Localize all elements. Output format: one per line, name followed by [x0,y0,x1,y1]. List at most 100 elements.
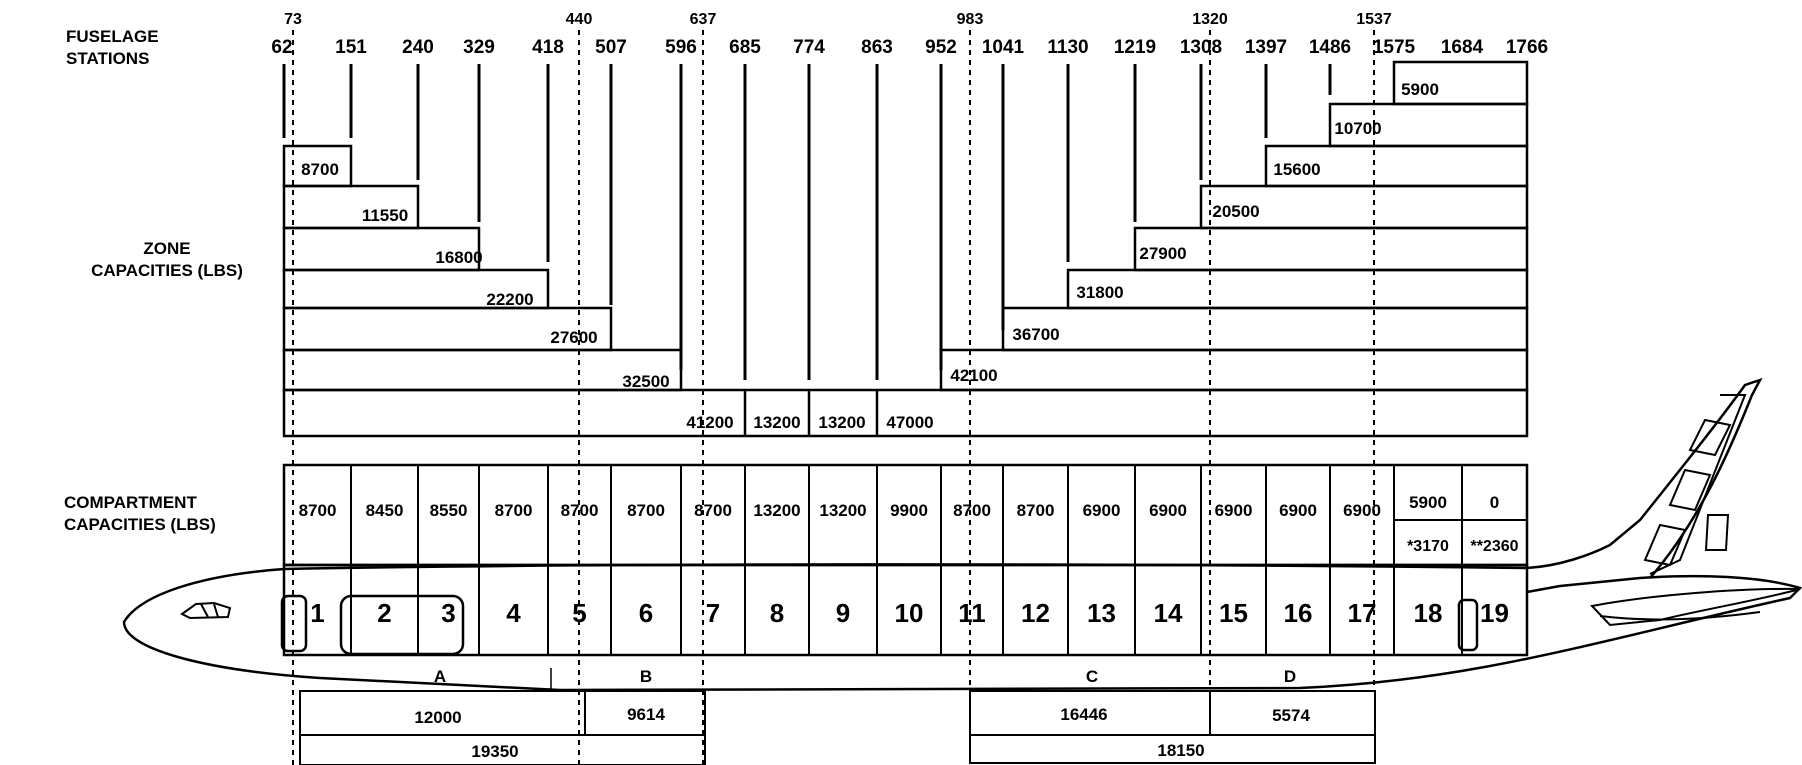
zone-aft-step-8 [939,348,1529,392]
tail-panel-1 [1688,418,1732,457]
reference-station-label-983: 983 [957,11,984,28]
tail-panel-3 [1643,523,1687,567]
compartment-number-12: 12 [1021,598,1050,628]
reference-station-label-73: 73 [284,11,302,28]
zone-aft-step-6 [1066,268,1529,310]
group-d-capacity: 5574 [1272,706,1310,725]
compartment-capacities-heading: COMPARTMENT CAPACITIES (LBS) [64,492,216,536]
group-d-label: D [1284,667,1296,686]
zone-capacities-heading-line1: ZONE [143,239,191,258]
compartment-number-2: 2 [377,598,391,628]
zone-capacity-aft-42100: 42100 [950,366,997,385]
zone-capacity-fwd-22200: 22200 [486,290,533,309]
compartment-number-9: 9 [836,598,850,628]
station-label-863: 863 [861,37,893,58]
zone-capacity-fwd-16800: 16800 [435,248,482,267]
compartment-number-8: 8 [770,598,784,628]
reference-station-label-1320: 1320 [1192,11,1228,28]
station-label-240: 240 [402,37,434,58]
station-label-1041: 1041 [982,37,1025,58]
station-label-1130: 1130 [1047,37,1088,58]
compartment-capacity-14: 6900 [1149,501,1187,520]
compartment-number-10: 10 [895,598,924,628]
compartment-number-11: 11 [958,598,986,628]
station-label-952: 952 [925,37,957,58]
zone-capacity-fwd-27600: 27600 [550,328,597,347]
compartment-capacity-12: 8700 [1017,501,1055,520]
cargo-door-outline [339,594,465,656]
cockpit-window-frame-1 [200,603,209,618]
reference-station-label-440: 440 [566,11,593,28]
zone-capacity-center-3: 47000 [886,413,933,432]
reference-station-label-1537: 1537 [1356,11,1392,28]
compartment-capacity-4: 8700 [495,501,533,520]
compartment-capacity-15: 6900 [1215,501,1253,520]
stabilizer-underside [1599,611,1761,621]
zone-capacity-fwd-11550: 11550 [362,206,408,225]
fuselage-stations-heading: FUSELAGE STATIONS [66,26,159,70]
station-label-1575: 1575 [1373,37,1416,58]
compartment-number-band [282,563,1529,657]
compartment-number-19: 19 [1480,598,1509,628]
compartment-capacity-18: 5900 [1409,493,1447,512]
zone-capacity-fwd-8700: 8700 [301,160,339,179]
compartment-capacity-7: 8700 [694,501,732,520]
compartment-sub-capacity-1: *3170 [1407,538,1449,555]
zone-capacity-aft-31800: 31800 [1076,283,1123,302]
station-label-151: 151 [335,37,367,58]
compartment-number-7: 7 [706,598,720,628]
group-c-label: C [1086,667,1098,686]
zone-capacity-center-2: 13200 [818,413,865,432]
compartment-capacity-16: 6900 [1279,501,1317,520]
zone-capacity-center-1: 13200 [753,413,800,432]
station-label-685: 685 [729,37,761,58]
zone-capacity-fwd-41200: 41200 [686,413,733,432]
zone-capacity-aft-15600: 15600 [1273,160,1320,179]
tail-fin-inner [1649,394,1747,575]
station-label-329: 329 [463,37,495,58]
zone-capacity-aft-10700: 10700 [1334,119,1381,138]
cockpit-window [180,601,232,620]
station-label-596: 596 [665,37,697,58]
tail-panel-4 [1704,514,1730,551]
group-a-capacity: 12000 [414,708,461,727]
station-label-774: 774 [793,37,825,58]
compartment-number-6: 6 [639,598,653,628]
horizontal-stabilizer [1590,587,1801,627]
compartment-capacity-17: 6900 [1343,501,1381,520]
group-ab-total: 19350 [471,742,518,761]
station-label-1766: 1766 [1506,37,1548,58]
zone-base-row [282,388,1529,438]
station-label-1486: 1486 [1309,37,1351,58]
compartment-number-17: 17 [1348,598,1377,628]
compartment-capacity-13: 6900 [1083,501,1121,520]
zone-capacity-aft-36700: 36700 [1012,325,1059,344]
zone-capacities-heading-line2: CAPACITIES (LBS) [91,261,243,280]
group-cd-total: 18150 [1157,741,1204,760]
station-label-507: 507 [595,37,627,58]
compartment-number-3: 3 [441,598,455,628]
compartment-capacities-heading-line2: CAPACITIES (LBS) [64,515,216,534]
compartment-capacity-9: 13200 [819,501,866,520]
compartment-capacity-2: 8450 [366,501,404,520]
fuselage-stations-heading-line1: FUSELAGE [66,27,159,46]
fuselage-outline [122,567,1802,692]
group-ab-total-row [299,734,706,765]
zone-capacity-aft-27900: 27900 [1139,244,1186,263]
zone-capacity-aft-5900: 5900 [1401,80,1439,99]
compartment-capacity-8: 13200 [753,501,800,520]
compartment-number-15: 15 [1219,598,1248,628]
tail-fin-outline [283,377,1763,579]
zone-aft-step-5 [1133,226,1529,272]
compartment-sub-capacity-2: **2360 [1470,538,1518,555]
aft-door-outline [1457,598,1479,652]
compartment-capacity-1: 8700 [299,501,337,520]
station-label-1219: 1219 [1114,37,1156,58]
compartment-number-18: 18 [1414,598,1443,628]
station-label-1684: 1684 [1441,37,1484,58]
compartment-number-4: 4 [506,598,521,628]
compartment-capacity-10: 9900 [890,501,928,520]
compartment-number-13: 13 [1087,598,1116,628]
station-label-418: 418 [532,37,564,58]
